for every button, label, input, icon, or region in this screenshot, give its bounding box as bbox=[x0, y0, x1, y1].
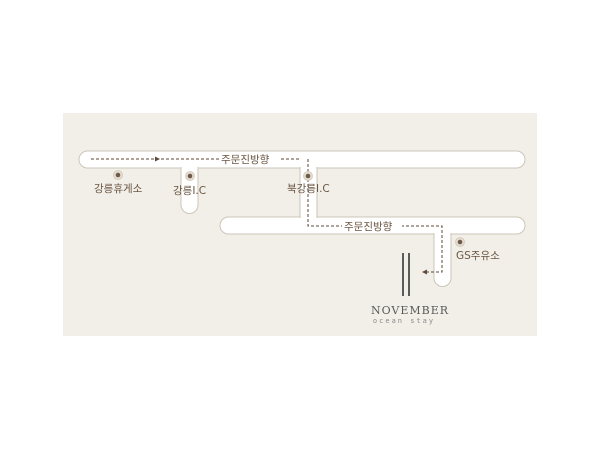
gangneung-rest-area-label: 강릉휴게소 bbox=[94, 183, 143, 195]
north-gangneung-ic-connector bbox=[299, 167, 318, 218]
north-gangneung-ic-marker bbox=[303, 171, 313, 181]
gs-station-marker bbox=[455, 237, 465, 247]
direction-label-lower: 주문진방향 bbox=[344, 221, 393, 233]
route-arrow-west bbox=[422, 269, 427, 275]
gs-station-label: GS주유소 bbox=[456, 250, 500, 262]
gangneung-ic-marker bbox=[185, 171, 195, 181]
brand-tagline: ocean stay bbox=[373, 317, 435, 325]
gs-station-ramp bbox=[433, 233, 452, 287]
route-arrow-east bbox=[155, 156, 160, 162]
route-path bbox=[91, 158, 443, 273]
november-logo: NOVEMBER ocean stay bbox=[371, 253, 449, 325]
brand-name: NOVEMBER bbox=[371, 304, 449, 317]
logo-bar-left bbox=[402, 253, 404, 296]
gangneung-ic-label: 강릉I.C bbox=[173, 185, 206, 197]
north-gangneung-ic-label: 북강릉I.C bbox=[287, 183, 330, 195]
direction-label-upper: 주문진방향 bbox=[221, 154, 270, 166]
gangneung-rest-area-marker bbox=[113, 170, 123, 180]
logo-bar-right bbox=[408, 253, 410, 296]
